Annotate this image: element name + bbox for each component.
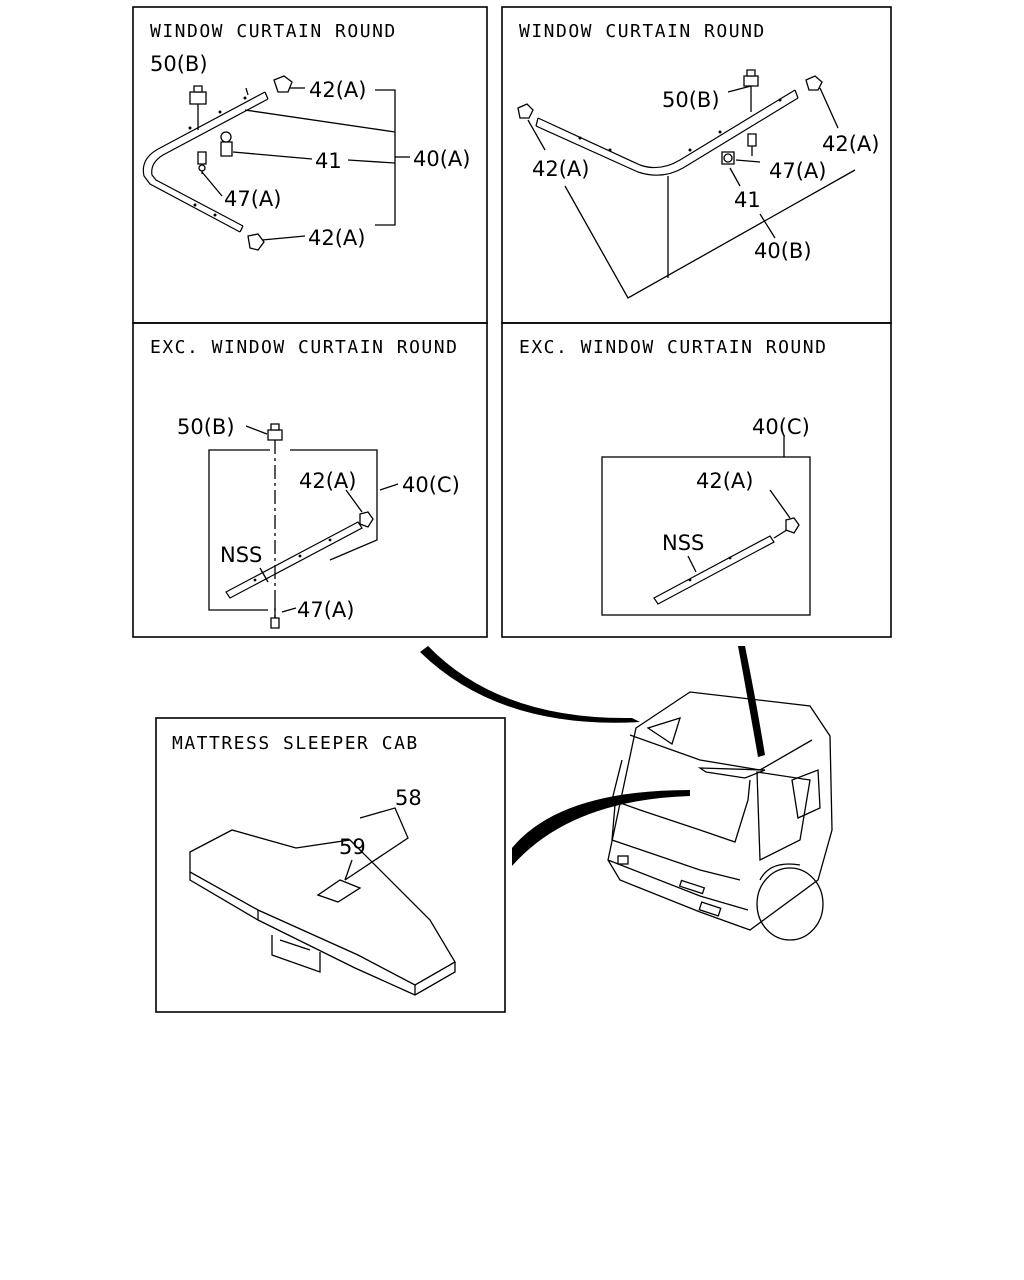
- label-47a: 47(A): [297, 598, 354, 622]
- end-cap-42a-bottom: [247, 233, 265, 251]
- label-40a: 40(A): [413, 147, 470, 171]
- curtain-rail: [142, 87, 269, 233]
- label-nss: NSS: [220, 543, 262, 567]
- panel-mattress-sleeper-cab: MATTRESS SLEEPER CAB 58 59: [155, 717, 506, 1013]
- panel-window-curtain-round-right: WINDOW CURTAIN ROUND: [501, 6, 892, 324]
- panel-frame: [132, 322, 488, 638]
- label-50b: 50(B): [177, 415, 235, 439]
- clip-50b: [743, 69, 759, 112]
- label-42a-bottom: 42(A): [308, 226, 365, 250]
- label-40b: 40(B): [754, 239, 812, 263]
- label-58: 58: [395, 786, 422, 810]
- panel-exc-window-curtain-round-right: EXC. WINDOW CURTAIN ROUND 40(C) 42(A) NS…: [501, 322, 892, 638]
- callout-sweep-mattress: [512, 790, 690, 866]
- end-cap-42a-top: [273, 75, 293, 93]
- truck-cab-illustration: [420, 646, 833, 941]
- panel-window-curtain-round-left: WINDOW CURTAIN ROUND: [132, 6, 488, 324]
- bracket-41: [721, 151, 735, 165]
- screw-47a: [747, 133, 757, 156]
- end-cap-42a: [359, 511, 374, 528]
- label-47a: 47(A): [224, 187, 281, 211]
- bracket-41: [220, 131, 233, 157]
- label-42a-right: 42(A): [822, 132, 879, 156]
- clip-50b: [267, 423, 283, 441]
- label-42a: 42(A): [696, 469, 753, 493]
- inset-frame: [601, 456, 811, 616]
- label-50b: 50(B): [150, 52, 208, 76]
- panel-frame: [155, 717, 506, 1013]
- label-40c: 40(C): [402, 473, 460, 497]
- label-50b: 50(B): [662, 88, 720, 112]
- label-40c: 40(C): [752, 415, 810, 439]
- mattress: [189, 829, 456, 996]
- label-nss: NSS: [662, 531, 704, 555]
- screw-47a: [197, 151, 207, 174]
- screw-47a: [270, 604, 280, 629]
- panel-title: WINDOW CURTAIN ROUND: [519, 21, 766, 42]
- clip-50b: [189, 85, 207, 130]
- panel-exc-window-curtain-round-left: EXC. WINDOW CURTAIN ROUND 50(B) 42(A) 40…: [132, 322, 488, 638]
- callout-sweep-left: [420, 646, 640, 723]
- label-41: 41: [315, 149, 342, 173]
- panel-title: EXC. WINDOW CURTAIN ROUND: [519, 337, 827, 358]
- panel-title: MATTRESS SLEEPER CAB: [172, 733, 419, 754]
- label-41: 41: [734, 188, 761, 212]
- label-42a: 42(A): [309, 78, 366, 102]
- label-42a: 42(A): [299, 469, 356, 493]
- curtain-rail: [653, 535, 775, 605]
- end-cap-42a-left: [517, 103, 534, 119]
- label-59: 59: [339, 835, 366, 859]
- curtain-rail: [535, 89, 799, 278]
- panel-title: WINDOW CURTAIN ROUND: [150, 21, 397, 42]
- end-cap-42a-right: [805, 75, 823, 91]
- label-47a: 47(A): [769, 159, 826, 183]
- wheel: [756, 867, 824, 941]
- curtain-rail: [225, 521, 363, 599]
- panel-frame: [501, 322, 892, 638]
- end-cap-42a: [785, 517, 800, 534]
- label-42a-left: 42(A): [532, 157, 589, 181]
- callout-sweep-right: [738, 646, 765, 757]
- panel-title: EXC. WINDOW CURTAIN ROUND: [150, 337, 458, 358]
